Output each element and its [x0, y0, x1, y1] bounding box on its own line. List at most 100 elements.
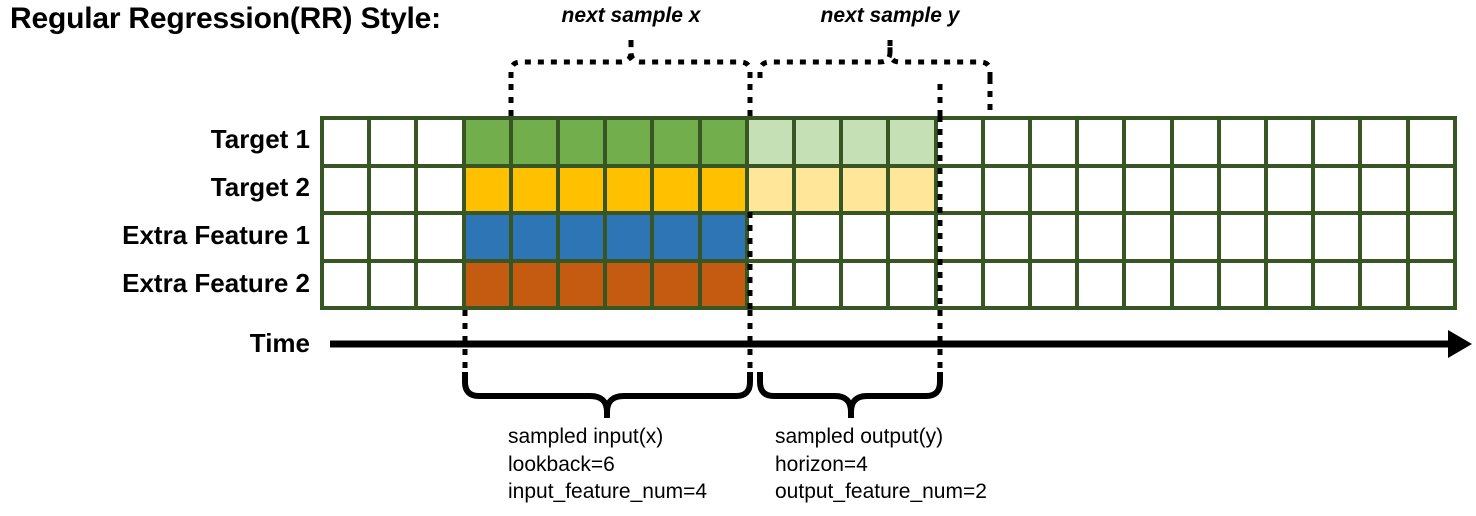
grid-cell	[1409, 120, 1453, 164]
grid-cell	[1409, 167, 1453, 211]
grid-cell	[418, 262, 462, 306]
brace-next-sample-x	[508, 46, 753, 78]
grid-cell	[324, 215, 368, 259]
grid-cell	[607, 262, 651, 306]
grid-cell	[1315, 262, 1359, 306]
grid-cell	[984, 215, 1029, 259]
grid-cell	[1173, 120, 1217, 164]
row-label-target-2: Target 2	[210, 172, 310, 202]
row-label-group: Target 1 Target 2 Extra Feature 1 Extra …	[0, 116, 310, 310]
sampled-input-featnum: input_feature_num=4	[508, 480, 708, 504]
grid-cell	[465, 215, 509, 259]
grid-cell	[560, 262, 604, 306]
brace-next-sample-y	[757, 46, 993, 78]
brace-sampled-output	[757, 372, 943, 418]
grid-cell	[324, 167, 368, 211]
row-label-extra-feature-2: Extra Feature 2	[122, 268, 310, 298]
grid-cell	[607, 215, 651, 259]
grid-cell	[1173, 167, 1217, 211]
grid-cell	[1220, 262, 1265, 306]
bottom-dotted-guides	[462, 310, 943, 372]
grid-cell	[890, 215, 934, 259]
grid-cell	[560, 120, 604, 164]
grid-cell	[796, 167, 840, 211]
grid-cell	[1173, 262, 1217, 306]
grid-cell	[890, 262, 934, 306]
grid-cell	[654, 215, 698, 259]
grid-cell	[1362, 167, 1406, 211]
grid-cell	[937, 262, 981, 306]
grid-cell	[937, 215, 981, 259]
grid-cell	[796, 120, 840, 164]
grid-cell	[984, 167, 1029, 211]
grid-cell	[1079, 262, 1123, 306]
grid-cell	[607, 120, 651, 164]
grid-cell	[465, 120, 509, 164]
grid-cell	[937, 167, 981, 211]
sampled-output-featnum: output_feature_num=2	[775, 480, 987, 504]
grid-cell	[1032, 215, 1076, 259]
grid-cell	[984, 120, 1029, 164]
grid-cell	[843, 167, 887, 211]
grid-cell	[748, 262, 793, 306]
grid-cell	[843, 262, 887, 306]
page-title: Regular Regression(RR) Style:	[10, 2, 441, 35]
grid-cell	[701, 120, 745, 164]
grid-row-target-2	[324, 167, 1453, 211]
grid-cell	[984, 262, 1029, 306]
grid-cell	[654, 167, 698, 211]
time-axis-label: Time	[249, 328, 310, 358]
grid-cell	[1362, 120, 1406, 164]
grid-cell	[1409, 262, 1453, 306]
grid-cell	[512, 167, 557, 211]
grid-cell	[1032, 262, 1076, 306]
grid-cell	[1220, 120, 1265, 164]
grid-cell	[701, 262, 745, 306]
grid-cell	[418, 120, 462, 164]
sampled-input-note: sampled input(x) lookback=6 input_featur…	[508, 423, 707, 506]
grid-cell	[371, 215, 415, 259]
grid-cell	[560, 167, 604, 211]
grid-cell	[512, 215, 557, 259]
grid-cell	[607, 167, 651, 211]
grid-row-extra-feature-2	[324, 262, 1453, 306]
grid-cell	[1173, 215, 1217, 259]
grid-cell	[1315, 120, 1359, 164]
grid-cell	[1126, 215, 1170, 259]
grid-cell	[1079, 215, 1123, 259]
grid-cell	[465, 262, 509, 306]
grid-cell	[1126, 120, 1170, 164]
grid-cell	[1032, 167, 1076, 211]
top-dotted-guides	[508, 78, 943, 116]
grid-cell	[418, 167, 462, 211]
grid-cell	[1268, 262, 1312, 306]
grid-cell	[843, 215, 887, 259]
grid-cell	[512, 120, 557, 164]
grid-cell	[1268, 120, 1312, 164]
grid-cell	[512, 262, 557, 306]
brace-sampled-input	[462, 372, 753, 418]
next-sample-x-label: next sample x	[561, 4, 701, 27]
grid-cell	[937, 120, 981, 164]
grid-cell	[418, 215, 462, 259]
grid-cell	[324, 262, 368, 306]
next-sample-y-label: next sample y	[820, 4, 960, 27]
grid-cell	[654, 262, 698, 306]
row-label-target-1: Target 1	[210, 124, 310, 154]
grid-cell	[1268, 167, 1312, 211]
grid-cell	[1220, 167, 1265, 211]
grid-cell	[890, 167, 934, 211]
time-axis-arrow	[330, 330, 1472, 358]
grid-cell	[1220, 215, 1265, 259]
sampled-input-title: sampled input(x)	[508, 425, 664, 448]
sampled-output-title: sampled output(y)	[775, 425, 944, 448]
grid-cell	[465, 167, 509, 211]
grid-cell	[1126, 262, 1170, 306]
row-label-extra-feature-1: Extra Feature 1	[122, 220, 310, 250]
grid-cell	[1315, 167, 1359, 211]
grid-cell	[748, 215, 793, 259]
grid-cell	[1126, 167, 1170, 211]
grid-row-extra-feature-1	[324, 215, 1453, 259]
grid-cell	[1079, 167, 1123, 211]
